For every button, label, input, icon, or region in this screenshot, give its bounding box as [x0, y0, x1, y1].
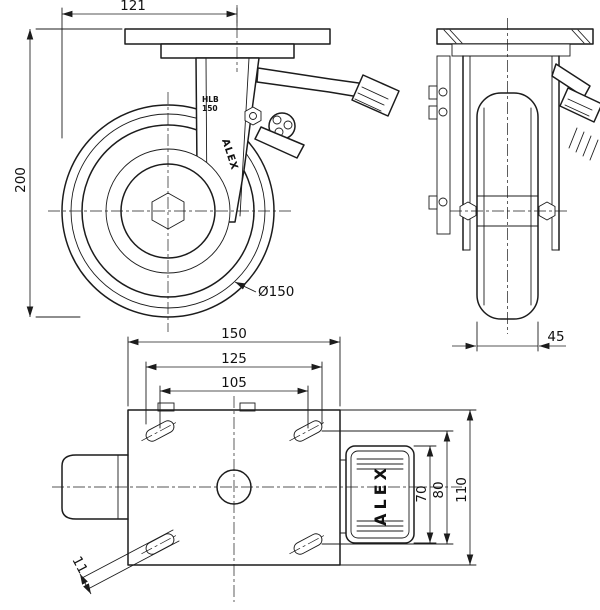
hub-model-line2: 150 — [202, 104, 218, 113]
dim-label-121: 121 — [120, 0, 146, 14]
dim-label-70: 70 — [414, 485, 430, 502]
dim-overall-height: 200 — [13, 28, 123, 318]
mounting-slot-bottom-right — [289, 533, 327, 555]
mounting-slot-top-right — [289, 420, 327, 442]
swivel-raceway-side — [451, 43, 571, 57]
dim-plate-width: 150 — [127, 326, 341, 407]
dim-label-11: 11 — [68, 554, 90, 577]
dim-bolt-pattern-width: 125 — [145, 351, 323, 425]
dim-wheel-diameter: Ø150 — [234, 281, 294, 300]
dim-offset-width: 121 — [61, 0, 238, 139]
dim-label-105: 105 — [221, 375, 247, 391]
dim-slot-width: 11 — [68, 529, 180, 595]
brake-pedal-top: ALEX — [339, 445, 415, 544]
dim-bolt-pattern-inner: 105 — [159, 375, 309, 429]
plate-tab-left — [157, 402, 175, 412]
hub-model-line1: HLB — [202, 95, 219, 104]
dim-plate-depth: 110 — [339, 409, 477, 566]
pedal-outline — [345, 445, 415, 544]
dim-label-150: 150 — [221, 326, 247, 342]
brake-shoe-lever — [254, 126, 305, 159]
dim-label-200: 200 — [13, 167, 29, 193]
brake-assembly-front — [254, 67, 400, 159]
dim-label-125: 125 — [221, 351, 247, 367]
mounting-slot-top-left — [141, 420, 179, 442]
kingpin-strip — [436, 55, 451, 235]
mounting-plate-front — [124, 28, 331, 45]
brake-pedal-side — [559, 87, 600, 123]
swivel-raceway-front — [160, 43, 295, 59]
dim-label-45: 45 — [547, 329, 564, 345]
plate-tab-right — [239, 402, 256, 412]
front-view: ALEX HLB 150 — [48, 5, 400, 332]
dim-bolt-pattern-depth: 80 — [321, 430, 454, 545]
side-view — [428, 18, 600, 334]
brake-pedal-front — [351, 74, 400, 117]
fork-bolt-hex — [244, 106, 262, 126]
dim-label-110: 110 — [454, 477, 470, 503]
pedal-brand-text: ALEX — [371, 464, 390, 526]
dim-label-80: 80 — [431, 481, 447, 498]
dim-label-wheel-diameter: Ø150 — [258, 284, 294, 300]
brake-assembly-side — [551, 63, 600, 161]
axle-nut-right — [538, 201, 556, 221]
dim-pedal-length: 70 — [413, 445, 437, 544]
dim-wheel-width: 45 — [452, 321, 566, 352]
